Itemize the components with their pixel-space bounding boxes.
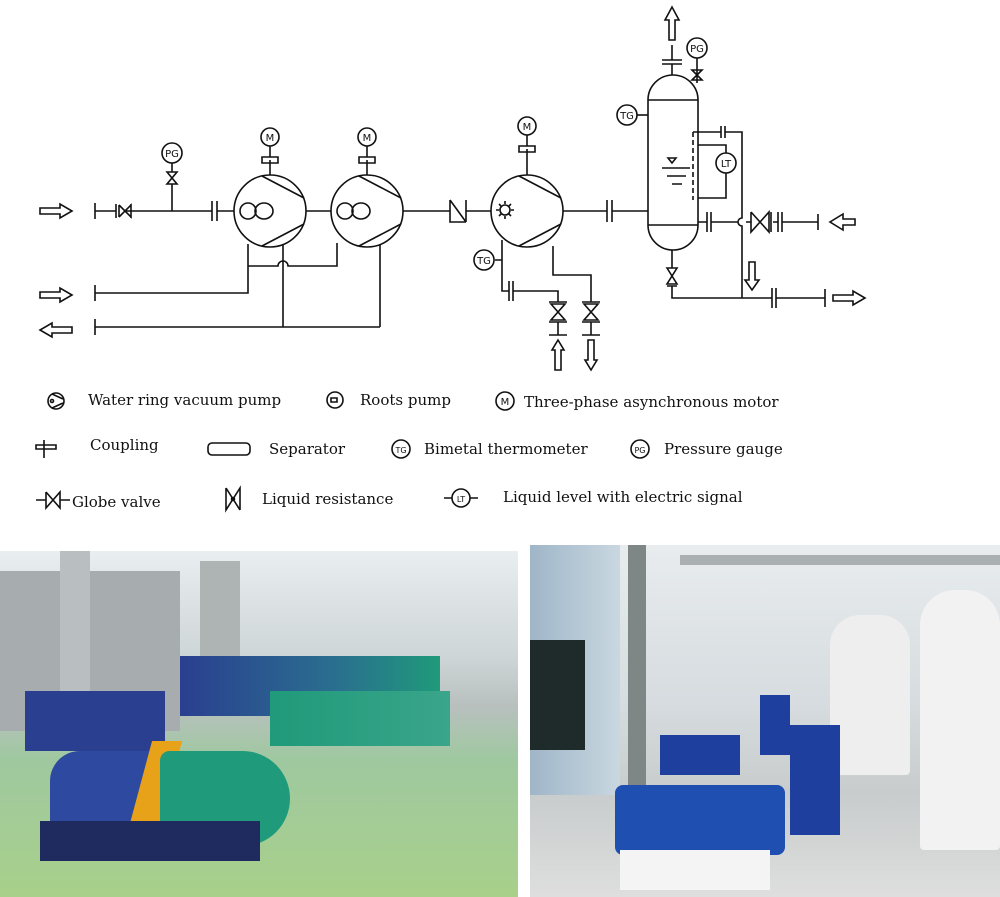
separator [647,74,699,251]
svg-text:PG: PG [634,446,645,455]
svg-text:PG: PG [165,149,179,160]
motor-icon [357,127,377,147]
outlet-arrow [832,290,866,306]
svg-text:TG: TG [619,111,634,122]
svg-text:TG: TG [476,256,491,267]
process-flow-diagram: PG M M M TG PG T [35,5,866,513]
legend-label: Separator [269,440,346,458]
legend-label: Water ring vacuum pump [88,391,282,409]
pressure-gauge-icon [161,142,183,164]
pump-hall-photo [0,551,518,897]
liquid-resistance-icon [403,199,491,223]
svg-text:M: M [266,133,275,144]
inlet-arrow [39,203,73,219]
legend-label: Three-phase asynchronous motor [524,393,779,411]
thermometer-icon [616,104,638,126]
legend-label: Liquid resistance [262,490,394,508]
svg-text:M: M [501,397,510,408]
svg-text:TG: TG [394,446,406,455]
inlet-arrow [39,287,73,303]
legend-label: Roots pump [360,391,451,409]
level-transmitter-icon [715,152,737,174]
legend-label: Pressure gauge [664,440,783,458]
svg-text:LT: LT [721,159,732,170]
motor-icon [260,127,280,147]
svg-text:M: M [363,133,372,144]
pump-room-photo [530,545,1000,897]
pressure-gauge-icon [686,37,708,59]
roots-pump: M [233,127,307,248]
legend-label: Bimetal thermometer [424,440,588,458]
svg-text:M: M [523,122,532,133]
motor-icon [517,116,537,136]
thermometer-icon [473,249,495,271]
globe-valve-icon [115,203,132,219]
roots-pump: M [330,127,404,248]
legend-label: Globe valve [72,493,161,511]
water-ring-vacuum-pump: M [490,116,564,248]
outlet-arrow [39,322,73,338]
svg-text:LT: LT [457,495,465,504]
legend-icons: M TG PG LT [35,391,650,513]
svg-text:PG: PG [690,44,704,55]
legend-label: Coupling [90,436,159,454]
legend-label: Liquid level with electric signal [503,488,743,506]
